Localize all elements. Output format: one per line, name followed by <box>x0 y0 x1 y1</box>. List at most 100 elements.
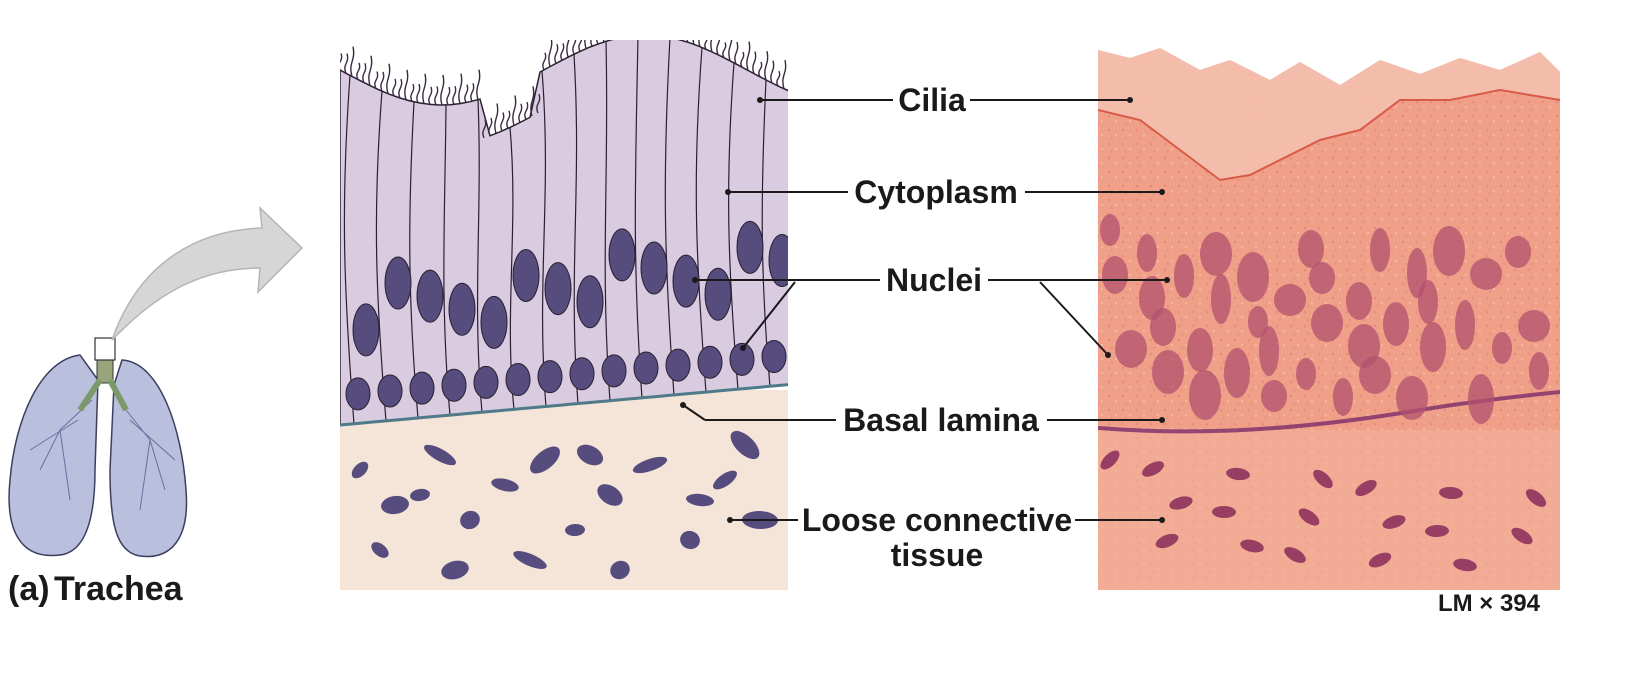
trachea-highlight-box <box>94 337 116 361</box>
cilium <box>554 43 559 64</box>
label-cytoplasm: Cytoplasm <box>854 174 1018 210</box>
cilium <box>530 86 535 117</box>
columnar-cell-nucleus <box>544 262 572 316</box>
micro-nucleus <box>1309 262 1335 294</box>
micro-connective-nucleus <box>1155 533 1179 549</box>
cilium <box>710 40 713 53</box>
columnar-cell-nucleus <box>736 220 764 274</box>
micro-connective-nucleus <box>1439 486 1463 500</box>
micrograph-ciliated-surface <box>1098 48 1560 180</box>
micrograph-basal-lamina <box>1098 390 1560 434</box>
cilium <box>560 43 565 61</box>
cilium <box>464 84 469 103</box>
cilium <box>536 93 541 114</box>
cilium <box>548 40 553 67</box>
micro-nucleus <box>1274 284 1306 316</box>
cilium <box>392 78 397 97</box>
cell-wall <box>375 91 387 422</box>
columnar-cell-nucleus <box>352 303 380 357</box>
micro-nucleus <box>1433 226 1465 276</box>
cilium <box>615 22 618 38</box>
cell-wall <box>604 41 611 402</box>
cilium <box>440 74 445 106</box>
micro-nucleus <box>1174 254 1194 298</box>
columnar-cell-nucleus <box>448 282 476 336</box>
micro-nucleus <box>1505 236 1531 268</box>
connective-nucleus <box>565 523 585 537</box>
connective-nucleus <box>460 510 480 530</box>
cilium <box>518 103 523 123</box>
micro-nucleus <box>1311 304 1343 342</box>
cilium <box>506 110 511 129</box>
micro-nucleus <box>1298 230 1324 268</box>
bronchial-tree <box>29 399 176 511</box>
basal-cell-nucleus <box>505 363 531 397</box>
micro-nucleus <box>1259 326 1279 376</box>
connective-nucleus <box>713 470 737 490</box>
cilium <box>524 101 529 120</box>
micro-connective-nucleus <box>1511 527 1533 545</box>
cilium <box>362 63 367 83</box>
micro-nucleus <box>1492 332 1512 364</box>
micro-nucleus <box>1224 348 1250 398</box>
cilium <box>566 40 570 58</box>
micro-nucleus <box>1187 328 1213 372</box>
columnar-cell-nucleus <box>480 295 508 349</box>
cilium <box>716 40 721 55</box>
columnar-cell-nucleus <box>640 241 668 295</box>
columnar-cell-nucleus <box>704 267 732 321</box>
epithelial-cells-layer <box>340 40 788 426</box>
basal-cell-nucleus <box>569 357 595 391</box>
micro-nucleus <box>1211 274 1231 324</box>
cilium <box>681 40 683 41</box>
cilium <box>590 40 593 47</box>
micro-nucleus <box>1200 232 1232 276</box>
micro-connective-nucleus <box>1425 524 1449 538</box>
lungs-illustration <box>8 337 188 558</box>
cell-wall <box>409 101 419 419</box>
cilium <box>416 83 421 103</box>
micro-nucleus <box>1396 376 1428 420</box>
micro-connective-nucleus <box>1382 515 1406 529</box>
cilium <box>482 119 487 139</box>
micro-nucleus <box>1296 358 1316 390</box>
cilium <box>404 69 409 100</box>
panel-title: Trachea <box>54 570 184 608</box>
cilium <box>602 40 605 43</box>
basal-cell-nucleus <box>601 354 627 388</box>
columnar-cell-nucleus <box>672 254 700 308</box>
basal-cell-nucleus <box>409 371 435 405</box>
micro-connective-nucleus <box>1368 552 1392 568</box>
cilium <box>398 78 403 99</box>
cilium <box>356 62 361 80</box>
cell-wall <box>664 40 675 396</box>
cilium <box>621 8 624 38</box>
cilium <box>633 19 636 35</box>
columnar-cell-nucleus <box>576 275 604 329</box>
micrograph-image <box>1098 48 1560 590</box>
connective-nucleus <box>686 493 714 507</box>
micro-connective-nucleus <box>1240 539 1264 553</box>
left-lung <box>8 354 99 557</box>
cilium <box>596 40 599 45</box>
cilium <box>374 71 379 89</box>
cilium <box>500 112 505 132</box>
connective-nucleus <box>610 560 630 580</box>
columnar-cell-nucleus <box>768 233 788 287</box>
micro-connective-nucleus <box>1100 450 1120 470</box>
micro-connective-nucleus <box>1212 505 1236 519</box>
cell-wall <box>634 40 643 399</box>
micro-nucleus <box>1139 276 1165 320</box>
cilium <box>542 52 547 71</box>
cilium <box>344 53 349 74</box>
micro-connective-nucleus <box>1298 508 1320 526</box>
cell-wall <box>573 54 579 404</box>
epithelial-nuclei <box>345 220 788 411</box>
micro-nucleus <box>1115 330 1147 368</box>
cilium <box>584 40 587 49</box>
micro-nucleus <box>1333 378 1353 416</box>
label-nuclei: Nuclei <box>886 262 982 298</box>
micro-nucleus <box>1420 322 1446 372</box>
cilium <box>663 16 666 37</box>
micro-nucleus <box>1100 214 1120 246</box>
